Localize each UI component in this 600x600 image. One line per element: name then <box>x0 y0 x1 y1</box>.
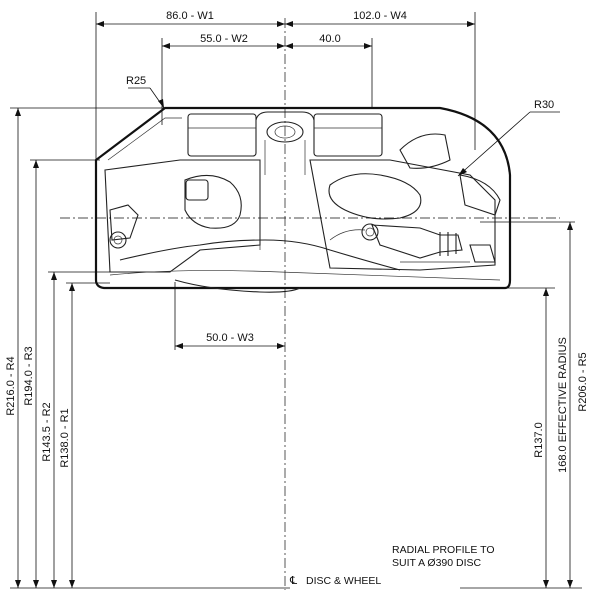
dim-r25: R25 <box>126 75 146 87</box>
center-lines <box>60 18 560 590</box>
pad-housing-left <box>187 113 257 157</box>
dim-w3: 50.0 - W3 <box>206 332 254 344</box>
dim-r4: R216.0 - R4 <box>5 356 17 415</box>
dim-effective-radius: 168.0 EFFECTIVE RADIUS <box>557 337 569 473</box>
dim-w40: 40.0 <box>319 33 340 45</box>
bottom-dimension-w3: 50.0 - W3 <box>174 282 285 350</box>
pad-housing-right <box>313 113 383 157</box>
dim-r5: R206.0 - R5 <box>577 352 589 411</box>
dim-w1: 86.0 - W1 <box>166 10 214 22</box>
dim-w2: 55.0 - W2 <box>200 33 248 45</box>
dim-r2: R143.5 - R2 <box>41 402 53 461</box>
dim-r137: R137.0 <box>533 422 545 457</box>
right-radius-dimensions: R137.0 168.0 EFFECTIVE RADIUS R206.0 - R… <box>460 221 589 589</box>
caliper-body <box>94 106 512 293</box>
dim-w4: 102.0 - W4 <box>353 10 407 22</box>
centerline-symbol: ℄ <box>289 575 297 587</box>
dim-r3: R194.0 - R3 <box>23 346 35 405</box>
left-radius-dimensions: R216.0 - R4 R194.0 - R3 R143.5 - R2 R138… <box>5 107 290 589</box>
bleed-nipple <box>329 223 463 259</box>
dim-r1: R138.0 - R1 <box>59 408 71 467</box>
radial-profile-note-line1: RADIAL PROFILE TO <box>392 544 495 556</box>
centerline-label: DISC & WHEEL <box>306 575 381 587</box>
radius-callouts: R25 R30 <box>126 75 560 177</box>
notes: RADIAL PROFILE TO SUIT A Ø390 DISC ℄ DIS… <box>289 544 495 587</box>
dim-r30: R30 <box>534 99 554 111</box>
caliper-outline <box>94 106 512 290</box>
radial-profile-note-line2: SUIT A Ø390 DISC <box>392 557 482 569</box>
top-dimensions: 86.0 - W1 102.0 - W4 55.0 - W2 40.0 <box>95 10 476 160</box>
